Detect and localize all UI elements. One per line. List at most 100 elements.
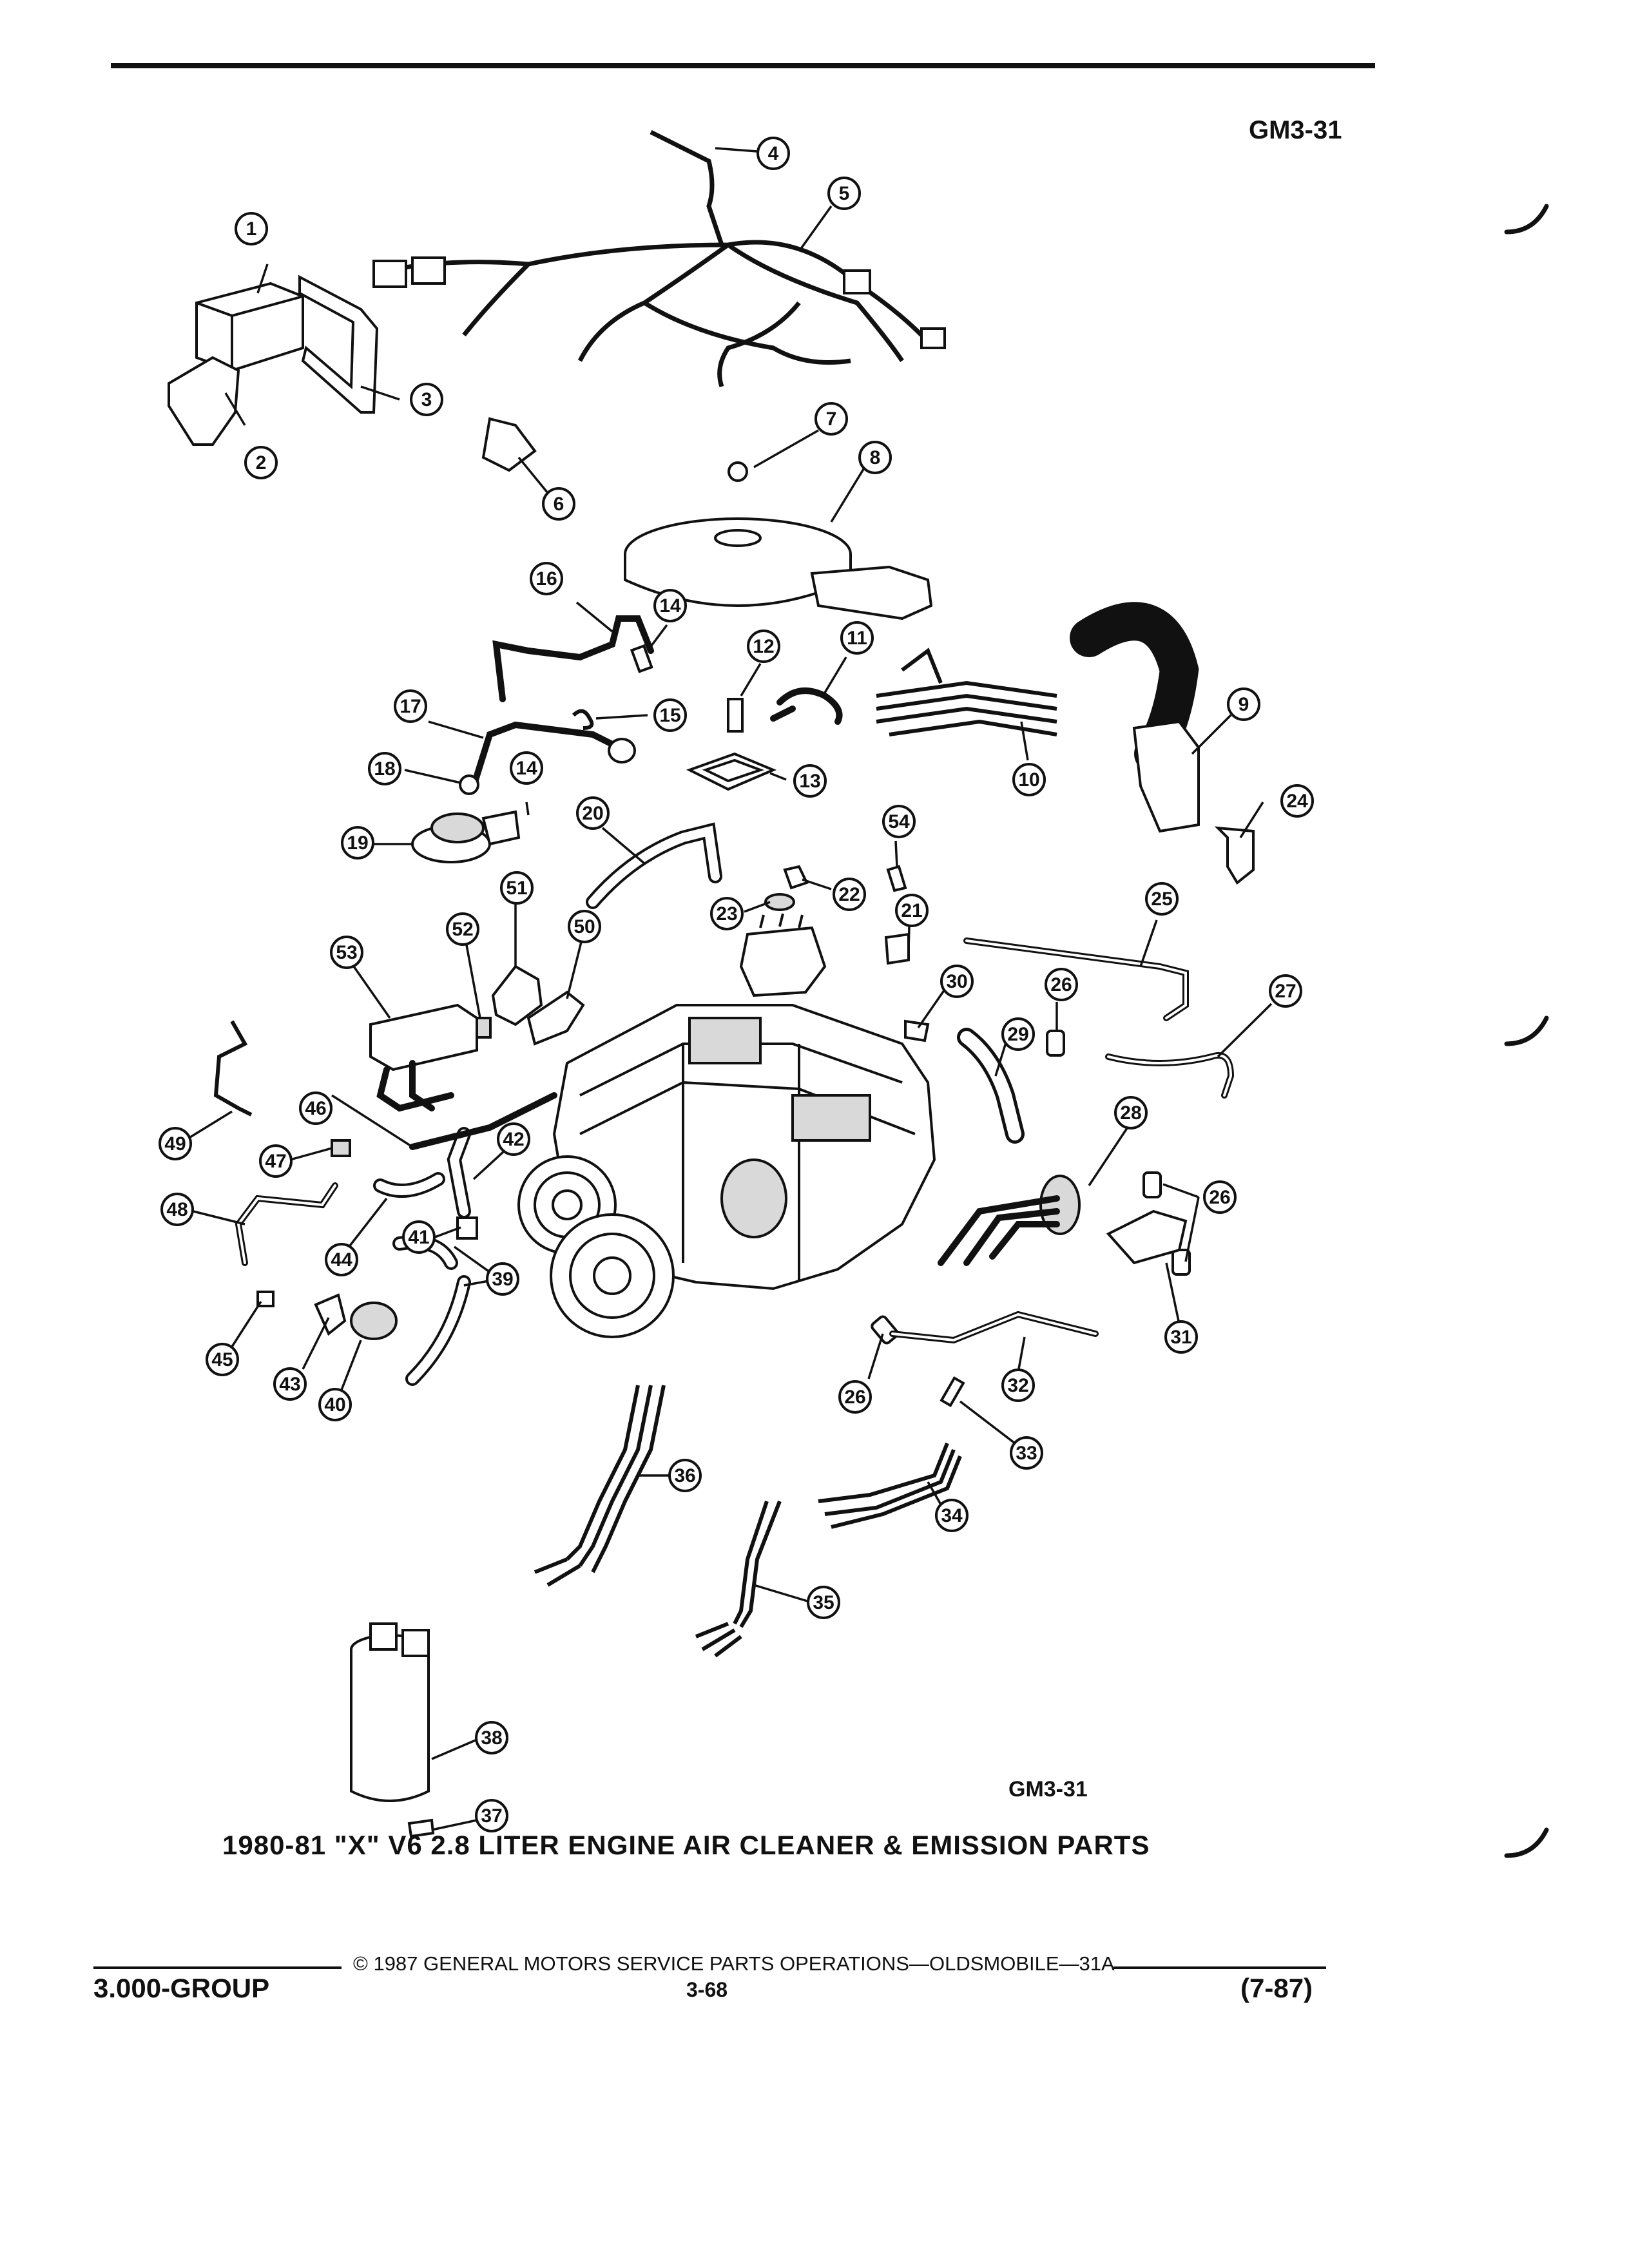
svg-text:54: 54 xyxy=(888,811,910,832)
figure-code: GM3-31 xyxy=(1008,1777,1088,1802)
callout-35: 35 xyxy=(807,1586,840,1619)
svg-text:17: 17 xyxy=(400,696,421,717)
callout-26-c: 26 xyxy=(838,1380,872,1414)
part-12-pcv-valve xyxy=(727,698,744,733)
callout-43: 43 xyxy=(273,1367,307,1401)
svg-text:46: 46 xyxy=(305,1098,326,1119)
part-3-frame xyxy=(298,274,379,414)
svg-text:3: 3 xyxy=(421,389,432,410)
svg-text:8: 8 xyxy=(870,447,881,468)
callout-27: 27 xyxy=(1269,974,1302,1008)
callout-40: 40 xyxy=(318,1388,352,1421)
part-22-fitting xyxy=(783,865,809,890)
callout-29: 29 xyxy=(1001,1017,1035,1051)
callout-47: 47 xyxy=(259,1144,293,1178)
svg-text:36: 36 xyxy=(674,1465,695,1486)
callout-42: 42 xyxy=(497,1122,530,1156)
svg-text:25: 25 xyxy=(1151,889,1172,910)
callout-39-a: 39 xyxy=(486,1262,519,1296)
svg-text:53: 53 xyxy=(336,942,357,963)
svg-text:29: 29 xyxy=(1007,1024,1028,1045)
part-14-connector xyxy=(630,644,653,673)
footer-date: (7-87) xyxy=(1240,1973,1313,2003)
callout-50: 50 xyxy=(568,910,601,943)
callout-1: 1 xyxy=(235,212,268,245)
svg-text:38: 38 xyxy=(481,1727,502,1749)
part-38-canister xyxy=(350,1622,430,1802)
svg-text:6: 6 xyxy=(554,494,564,515)
svg-text:16: 16 xyxy=(535,568,557,590)
svg-text:50: 50 xyxy=(574,916,595,937)
part-1-module xyxy=(195,282,304,372)
part-37-clip xyxy=(407,1818,435,1838)
callout-45: 45 xyxy=(206,1343,239,1376)
svg-text:23: 23 xyxy=(716,903,737,925)
svg-text:45: 45 xyxy=(211,1349,233,1370)
svg-text:14: 14 xyxy=(659,595,681,617)
svg-text:15: 15 xyxy=(659,705,680,726)
part-4-sensor-lead xyxy=(650,130,724,246)
callout-26-a: 26 xyxy=(1045,968,1078,1001)
engine-block xyxy=(517,913,936,1338)
callout-25: 25 xyxy=(1145,882,1179,916)
margin-marks xyxy=(1504,204,1549,1858)
part-21-switch xyxy=(884,932,910,965)
part-53-housing xyxy=(369,1003,478,1112)
footer-rule-right xyxy=(1113,1966,1326,1969)
callout-49: 49 xyxy=(159,1127,192,1160)
callout-36: 36 xyxy=(668,1459,702,1492)
callout-28: 28 xyxy=(1114,1096,1148,1129)
part-33-fitting xyxy=(940,1376,965,1408)
callout-7: 7 xyxy=(815,402,848,436)
part-30-sensor xyxy=(904,1019,930,1043)
part-24-bracket xyxy=(1214,826,1255,885)
callout-51: 51 xyxy=(500,871,534,905)
svg-text:30: 30 xyxy=(946,971,967,992)
svg-text:20: 20 xyxy=(582,803,603,824)
part-49-sensor-wire xyxy=(213,1020,253,1117)
part-46-tube xyxy=(409,1092,557,1150)
callout-9: 9 xyxy=(1227,687,1260,721)
svg-text:24: 24 xyxy=(1286,791,1308,812)
footer-copyright: © 1987 GENERAL MOTORS SERVICE PARTS OPER… xyxy=(353,1952,1115,1975)
svg-text:41: 41 xyxy=(408,1227,429,1248)
part-26-connector-d xyxy=(871,1315,899,1345)
footer-page-number: 3-68 xyxy=(686,1978,728,2001)
callout-11: 11 xyxy=(840,621,874,655)
svg-text:35: 35 xyxy=(813,1592,834,1613)
part-15-clip xyxy=(572,709,594,730)
svg-text:12: 12 xyxy=(753,636,774,657)
callout-30: 30 xyxy=(940,965,974,998)
svg-text:39: 39 xyxy=(492,1269,513,1290)
part-54-sensor xyxy=(886,865,907,892)
part-11-elbow xyxy=(776,687,843,725)
svg-text:4: 4 xyxy=(768,143,779,164)
callout-34: 34 xyxy=(935,1499,969,1532)
callout-8: 8 xyxy=(858,441,892,474)
svg-text:7: 7 xyxy=(826,408,837,430)
svg-text:51: 51 xyxy=(506,878,527,899)
callout-46: 46 xyxy=(299,1091,333,1125)
part-35-hose-set xyxy=(695,1500,782,1658)
part-28-valve-assembly xyxy=(938,1175,1081,1266)
callout-10: 10 xyxy=(1012,763,1046,796)
part-26-connector-b xyxy=(1142,1171,1162,1198)
callout-31: 31 xyxy=(1164,1320,1198,1354)
footer-rule-left xyxy=(93,1966,342,1969)
top-rule xyxy=(111,63,1375,68)
callout-24: 24 xyxy=(1280,784,1314,818)
svg-text:42: 42 xyxy=(503,1129,524,1150)
svg-text:13: 13 xyxy=(799,771,820,792)
callout-54: 54 xyxy=(882,805,916,838)
callout-22: 22 xyxy=(833,878,866,911)
callout-14-b: 14 xyxy=(510,751,543,785)
svg-text:47: 47 xyxy=(265,1151,286,1172)
svg-text:27: 27 xyxy=(1275,981,1296,1002)
svg-text:28: 28 xyxy=(1120,1102,1141,1124)
part-8-air-cleaner xyxy=(624,517,933,620)
callout-41: 41 xyxy=(402,1220,436,1254)
svg-text:43: 43 xyxy=(279,1374,300,1395)
part-17-pipe xyxy=(470,721,622,789)
